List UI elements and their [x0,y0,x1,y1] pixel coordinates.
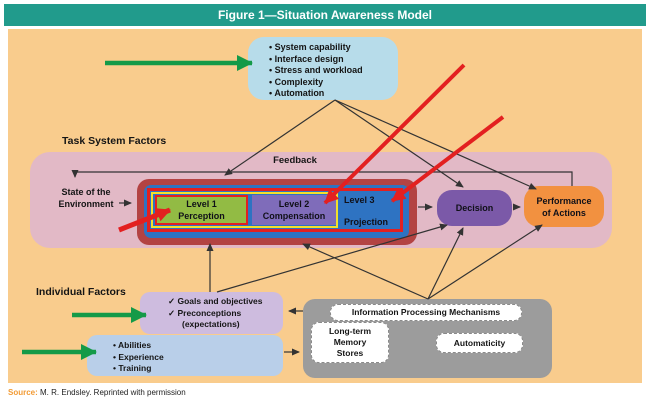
list-item: ✓ Goals and objectives [168,296,263,306]
level1-title: Level 1 [186,199,217,209]
level2-subtitle: Compensation [262,211,326,221]
level2-title: Level 2 [278,199,310,209]
list-item: (expectations) [182,319,240,329]
level3-subtitle: Projection [344,217,389,227]
list-item: • Experience [113,351,164,362]
figure-title-bar: Figure 1—Situation Awareness Model [4,4,646,26]
system-factors-box: • System capability • Interface design •… [248,37,398,100]
state-line-1: State of the [61,187,111,197]
feedback-label: Feedback [273,155,317,166]
abilities-experience-training-box: • Abilities • Experience • Training [87,335,283,376]
ipm-label: Information Processing Mechanisms [351,307,501,317]
goals-preconceptions-box: ✓ Goals and objectives ✓ Preconceptions … [140,292,283,334]
list-item: • Stress and workload [269,65,363,75]
list-item: ✓ Preconceptions [168,307,242,318]
list-item: • Training [113,363,152,373]
level3-title: Level 3 [344,195,375,205]
performance-line-1: Performance [536,195,592,206]
list-item: • System capability [269,42,351,52]
ltm-line-3: Stores [336,348,364,358]
ltm-line-2: Memory [333,337,367,347]
decision-label: Decision [455,203,494,213]
state-line-2: Environment [58,199,114,209]
automaticity-box: Automaticity [436,333,523,353]
long-term-memory-box: Long-term Memory Stores [311,322,389,363]
state-of-environment-label: State of the Environment [50,186,122,210]
ltm-line-1: Long-term [328,326,372,336]
task-system-factors-label: Task System Factors [62,135,167,147]
list-item: • Abilities [113,340,152,350]
decision-box: Decision [437,190,512,226]
list-item: • Interface design [269,53,344,64]
performance-line-2: of Actions [542,207,586,218]
list-item: • Complexity [269,76,324,87]
level1-perception-box: Level 1 Perception [155,195,248,225]
automaticity-label: Automaticity [453,337,506,348]
level3-projection-box: Level 3 Projection [340,194,402,228]
individual-factors-label: Individual Factors [36,286,126,298]
level2-compensation-box: Level 2 Compensation [252,195,336,225]
source-text: M. R. Endsley. Reprinted with permission [37,388,186,397]
information-processing-mechanisms-box: Information Processing Mechanisms [330,304,522,321]
figure-title: Figure 1—Situation Awareness Model [217,8,433,22]
source-note: Source: M. R. Endsley. Reprinted with pe… [8,388,186,397]
performance-of-actions-box: Performance of Actions [524,186,604,227]
list-item: • Automation [269,88,325,98]
level1-subtitle: Perception [178,211,225,221]
source-label: Source: [8,388,38,397]
